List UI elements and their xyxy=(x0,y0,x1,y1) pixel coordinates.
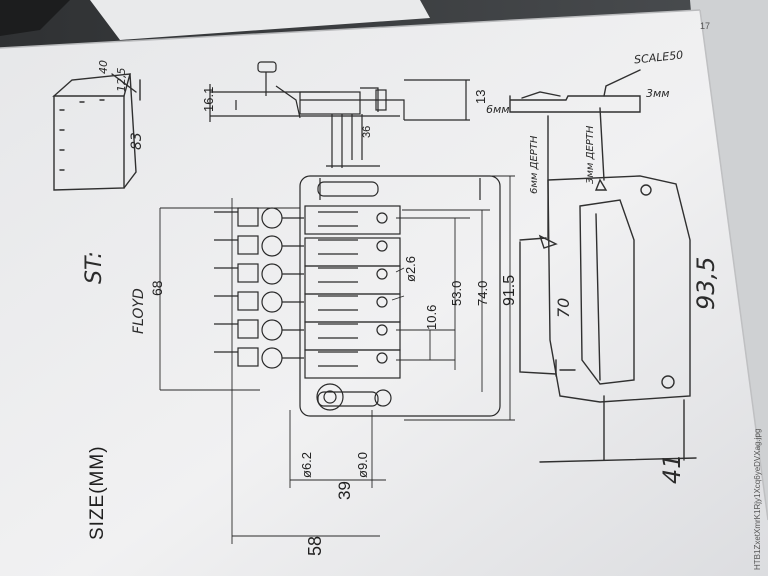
st-label: ST: xyxy=(82,251,107,284)
shim-6mm-label: 6мм xyxy=(486,103,510,116)
bridge-baseplate-outline xyxy=(299,175,501,417)
dim-91-5-label: 91.5 xyxy=(501,274,518,306)
drawing-heading: SIZE(MM) xyxy=(87,445,108,540)
dim-13-label: 13 xyxy=(473,89,488,104)
dim-2-6-label: ø2.6 xyxy=(403,255,418,282)
dimension-lines xyxy=(159,175,515,544)
floyd-label: FLOYD xyxy=(131,288,147,334)
depth-6mm-label: 6мм ДЕРТН xyxy=(529,135,540,194)
dim-74-0-label: 74.0 xyxy=(475,280,490,306)
cut-70-label: 70 xyxy=(554,297,573,318)
side-profile xyxy=(209,61,470,168)
box-83-label: 83 xyxy=(129,132,145,150)
shim-3mm-label: 3мм xyxy=(646,87,670,100)
dim-10-6-label: 10.6 xyxy=(424,304,439,330)
depth-3mm-label: 3мм ДЕРТН xyxy=(585,125,596,184)
dim-58-label: 58 xyxy=(305,535,325,556)
dim-6-2-label: ø6.2 xyxy=(299,451,314,478)
dim-36-label: 36 xyxy=(361,125,373,138)
image-watermark: HTB1ZxetXmrK1Rjy1Xcq6yeDVXag.jpg xyxy=(753,428,762,570)
cut-93-5-label: 93,5 xyxy=(692,256,720,310)
cut-41-label: 41 xyxy=(658,453,686,484)
box-sketch xyxy=(52,73,141,191)
saddle-rows xyxy=(304,205,401,379)
dim-39-label: 39 xyxy=(335,481,354,500)
box-40-label: 40 xyxy=(97,60,110,74)
stud-hole xyxy=(374,389,392,407)
box-12-5-label: 12,5 xyxy=(115,67,128,93)
fine-tuners xyxy=(214,207,304,369)
dim-9-0-label: ø9.0 xyxy=(355,451,370,478)
page-number: 17 xyxy=(700,21,711,31)
route-sketch xyxy=(519,107,697,463)
pivot-hole xyxy=(316,383,344,411)
dim-16-1-label: 16.1 xyxy=(201,86,216,112)
dim-53-0-label: 53.0 xyxy=(449,280,464,306)
shim-sketch xyxy=(509,69,641,113)
dim-68-label: 68 xyxy=(149,280,165,296)
